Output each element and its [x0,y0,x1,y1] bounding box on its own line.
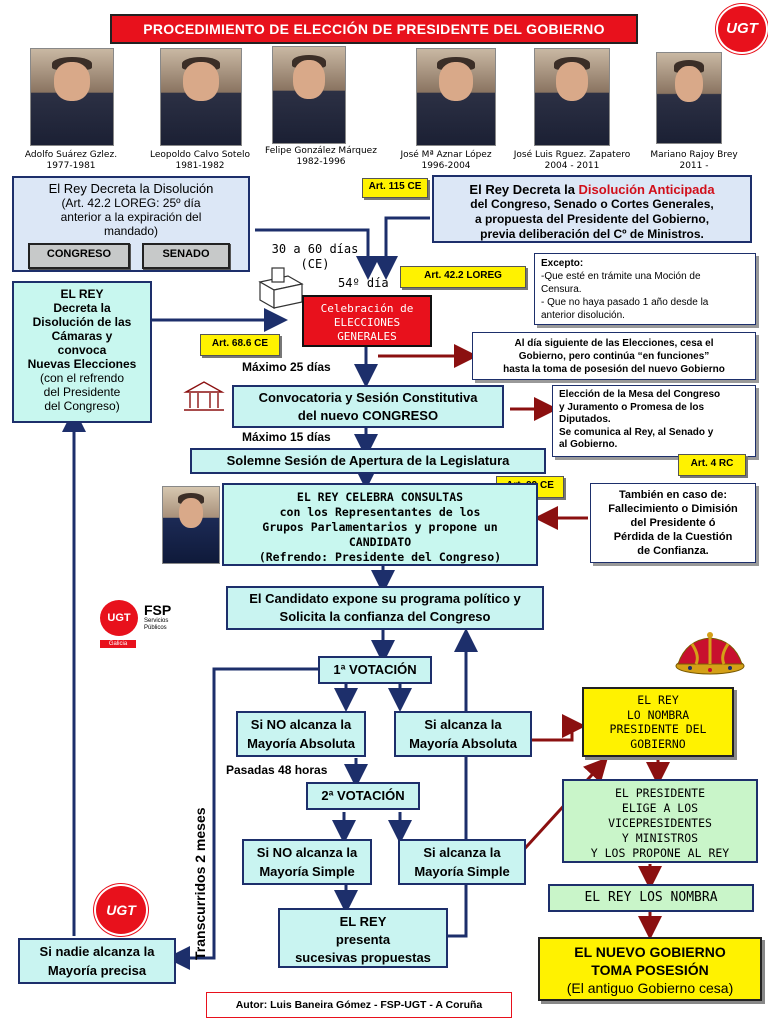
art-4-rc-tag: Art. 4 RC [678,454,746,476]
fsp-text: FSP [144,602,172,618]
anticipada-line-4: previa deliberación del Cº de Ministros. [480,227,704,241]
decree-line-2: (Art. 42.2 LOREG: 25º día [61,196,201,210]
senado-button[interactable]: SENADO [142,243,230,269]
ugt-logo: UGT [716,4,768,54]
anticipada-line-1: El Rey Decreta la Disolución Anticipada [469,182,715,197]
transcurridos-2-meses-label: Transcurridos 2 meses [192,807,208,960]
president-label-1: Adolfo Suárez Gzlez.1977-1981 [24,150,118,171]
president-photo-6 [656,52,722,144]
art-115-tag: Art. 115 CE [362,178,428,198]
rey-los-nombra-box: EL REY LOS NOMBRA [548,884,754,912]
excepto-line-3: - Que no haya pasado 1 año desde la [541,297,709,308]
president-photo-4 [416,48,496,146]
congress-building-icon [183,381,225,411]
crown-icon [675,632,745,675]
excepto-line-1: -Que esté en trámite una Moción de [541,271,701,282]
timing-54-dia: 54º día [338,276,389,290]
votacion-1-box: 1ª VOTACIÓN [318,656,432,684]
fsp-ugt-logo: UGT FSP Servicios Públicos Galicia [100,600,190,650]
timing-maximo-15: Máximo 15 días [242,430,331,444]
excepto-line-2: Censura. [541,284,582,295]
arrow-decree-to-elections [255,228,380,280]
page-title: PROCEDIMIENTO DE ELECCIÓN DE PRESIDENTE … [110,14,638,44]
votacion-2-box: 2ª VOTACIÓN [306,782,420,810]
arrow-loop-back [448,628,478,938]
arrow-si-abs-to-nombra [532,714,586,742]
anticipada-line-3: a propuesta del Presidente del Gobierno, [474,212,710,226]
president-photo-3 [272,46,346,144]
art-42-2-loreg-tag: Art. 42.2 LOREG [400,266,526,288]
timing-maximo-25: Máximo 25 días [242,360,331,374]
arrow-anticipada-to-elections [374,216,430,280]
apertura-legislatura-box: Solemne Sesión de Apertura de la Legisla… [190,448,546,474]
fsp-subtext: Servicios Públicos [144,618,169,631]
president-photo-1 [30,48,114,146]
decree-line-3: anterior a la expiración del [60,210,202,224]
timing-48-horas: Pasadas 48 horas [226,763,328,777]
ugt-logo-bottom: UGT [94,884,148,936]
anticipada-line-2: del Congreso, Senado o Cortes Generales, [470,197,714,211]
excepto-title: Excepto: [541,258,584,269]
arrow-votacion1-to-nadie [166,667,318,970]
rey-decreta-disolucion-box: El Rey Decreta la Disolución (Art. 42.2 … [12,176,250,272]
excepto-box: Excepto: -Que esté en trámite una Moción… [534,253,756,325]
ugt-logo-text: UGT [726,20,758,37]
president-photo-2 [160,48,242,146]
candidato-expone-box: El Candidato expone su programa político… [226,586,544,630]
congreso-button[interactable]: CONGRESO [28,243,130,269]
excepto-line-4: anterior disolución. [541,310,625,321]
gobierno-en-funciones-box: Al día siguiente de las Elecciones, cesa… [472,332,756,380]
ballot-box-icon [258,267,304,310]
fsp-region: Galicia [100,640,136,648]
fsp-ugt-circle: UGT [100,600,138,636]
president-photo-5 [534,48,610,146]
king-photo [162,486,220,564]
art-68-6-tag: Art. 68.6 CE [200,334,280,356]
decree-line-4: mandado) [103,224,159,238]
decree-line-1: El Rey Decreta la Disolución [48,181,214,196]
disolucion-anticipada-box: El Rey Decreta la Disolución Anticipada … [432,175,752,243]
tambien-en-caso-box: También en caso de:Fallecimiento o Dimis… [590,483,756,563]
author-credit: Autor: Luis Baneira Gómez - FSP-UGT - A … [206,992,512,1018]
timing-30-60: 30 a 60 días(CE) [271,242,359,271]
